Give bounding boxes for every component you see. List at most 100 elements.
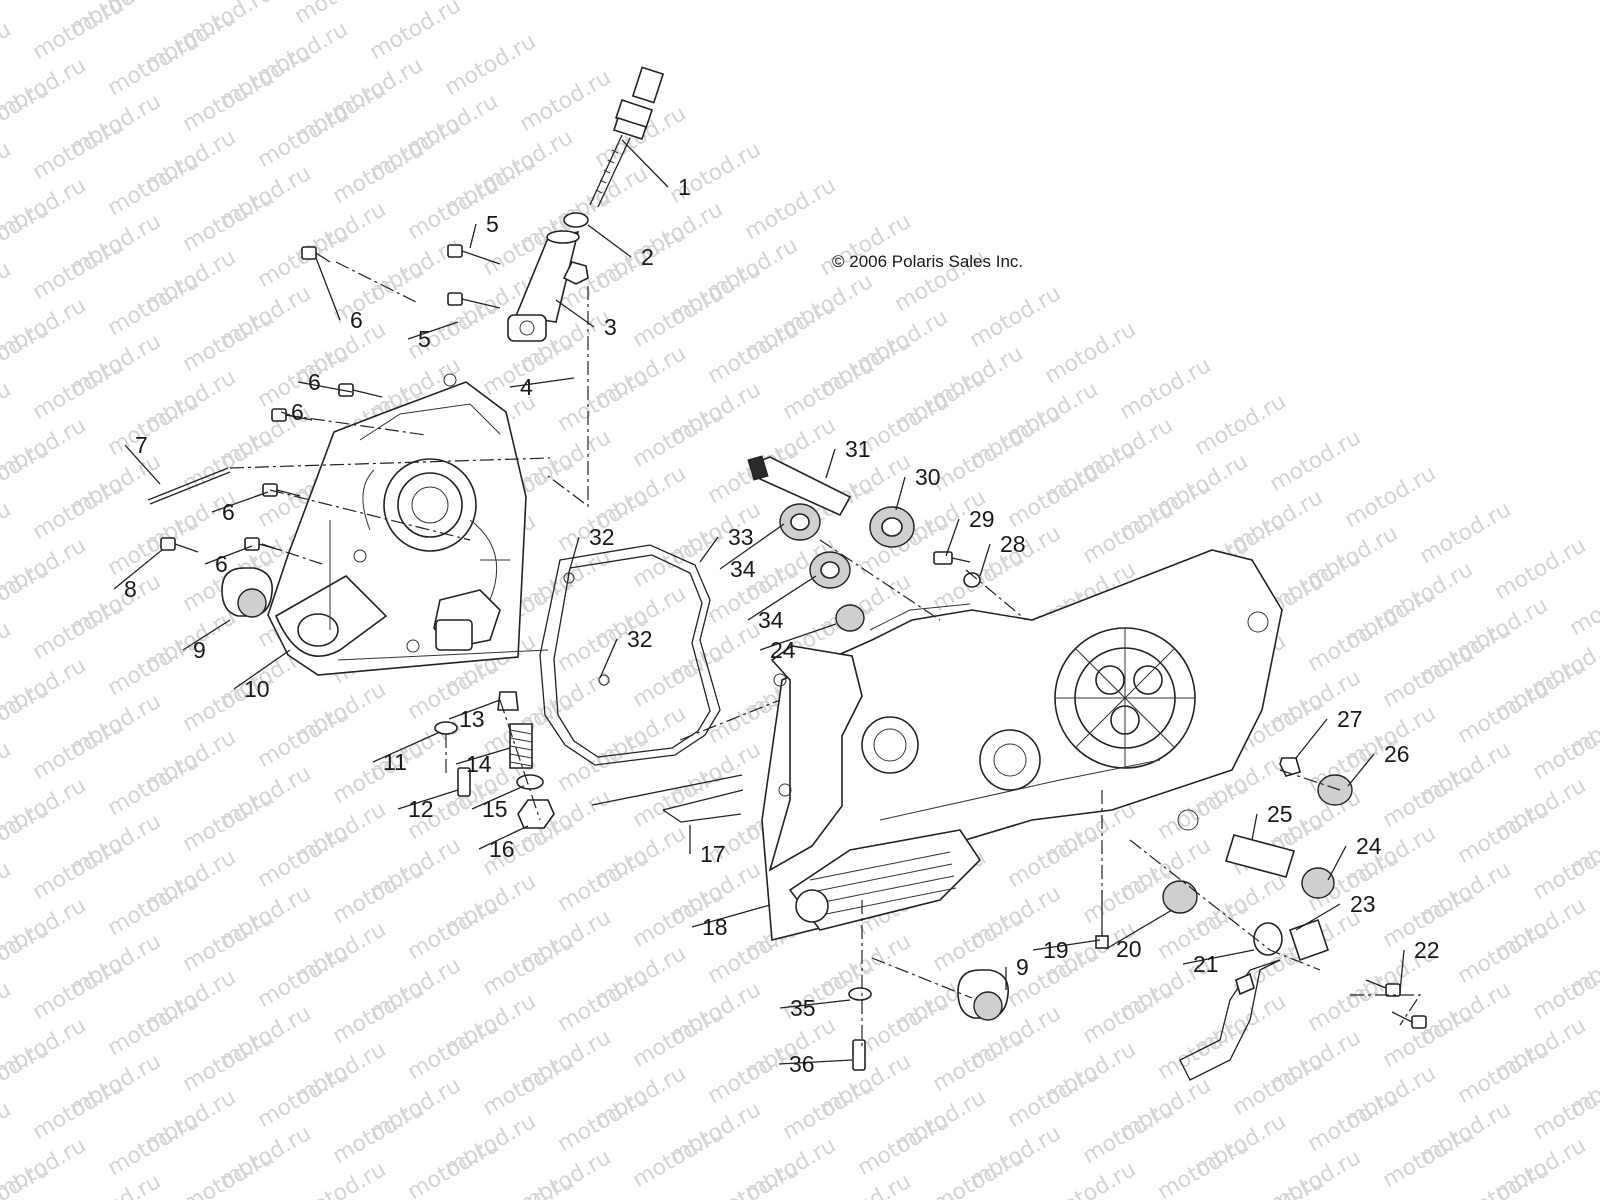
leader-line bbox=[478, 825, 529, 850]
leader-line bbox=[621, 139, 669, 188]
watermark-text: motod.ru bbox=[0, 1097, 15, 1169]
leader-line bbox=[759, 623, 837, 651]
callout-number: 18 bbox=[702, 914, 728, 940]
watermark-text: motod.ru bbox=[0, 77, 53, 149]
left-crankcase-drawing bbox=[761, 549, 1283, 942]
callout-number: 32 bbox=[589, 524, 615, 550]
callout-number: 19 bbox=[1043, 937, 1069, 963]
shaft-bearing-drawing bbox=[747, 455, 915, 632]
watermark-text: motod.ru bbox=[704, 1157, 804, 1200]
watermark-text: motod.ru bbox=[1454, 1157, 1554, 1200]
callout-number: 6 bbox=[291, 399, 304, 425]
leader-line bbox=[407, 321, 459, 340]
watermark-text: motod.ru bbox=[0, 977, 15, 1049]
watermark-text: motod.ru bbox=[1529, 833, 1600, 905]
leader-line bbox=[204, 545, 253, 565]
callout-number: 20 bbox=[1116, 936, 1142, 962]
leader-line bbox=[825, 448, 836, 479]
leader-line bbox=[1347, 753, 1375, 787]
callout-number: 36 bbox=[789, 1051, 815, 1077]
misc-parts-drawing bbox=[848, 551, 1427, 1081]
callout-number: 25 bbox=[1267, 801, 1293, 827]
leader-line bbox=[397, 789, 459, 810]
watermark-text: motod.ru bbox=[0, 437, 53, 509]
leader-line bbox=[1251, 813, 1258, 841]
watermark-text: motod.ru bbox=[0, 1037, 53, 1109]
callout-number: 29 bbox=[969, 506, 995, 532]
watermark-text: motod.ru bbox=[1379, 1121, 1479, 1193]
watermark-text: motod.ru bbox=[0, 17, 15, 89]
leader-line bbox=[979, 543, 991, 577]
callout-number: 4 bbox=[520, 374, 533, 400]
watermark-text: motod.ru bbox=[479, 1169, 579, 1200]
leader-line bbox=[1399, 949, 1405, 993]
watermark-text: motod.ru bbox=[0, 317, 53, 389]
watermark-text: motod.ru bbox=[0, 197, 53, 269]
bolt-5-drawing bbox=[447, 244, 501, 309]
watermark-text: motod.ru bbox=[0, 917, 53, 989]
callout-number: 8 bbox=[124, 576, 137, 602]
watermark-text: motod.ru bbox=[0, 497, 15, 569]
watermark-text: motod.ru bbox=[0, 557, 53, 629]
leader-line bbox=[747, 575, 817, 621]
callout-number: 5 bbox=[486, 211, 499, 237]
watermark-text: motod.ru bbox=[179, 1145, 279, 1200]
watermark-text: motod.ru bbox=[1566, 569, 1600, 641]
leader-line bbox=[1295, 903, 1341, 931]
copyright-notice: © 2006 Polaris Sales Inc. bbox=[832, 252, 1023, 271]
leader-line bbox=[1032, 939, 1101, 951]
leader-line bbox=[1105, 909, 1173, 950]
watermark-text: motod.ru bbox=[0, 137, 15, 209]
callout-number: 30 bbox=[915, 464, 941, 490]
callout-number: 9 bbox=[193, 637, 206, 663]
callout-number: 14 bbox=[466, 751, 492, 777]
leader-line bbox=[471, 785, 525, 810]
callout-number: 23 bbox=[1350, 891, 1376, 917]
leader-line bbox=[182, 619, 231, 651]
callout-number: 24 bbox=[770, 637, 796, 663]
leader-line bbox=[315, 257, 341, 321]
leader-line bbox=[567, 536, 580, 577]
leader-line bbox=[211, 491, 269, 513]
watermark-text: motod.ru bbox=[1566, 1169, 1600, 1200]
leader-line bbox=[455, 747, 511, 765]
watermark-text: motod.ru bbox=[0, 857, 15, 929]
watermark-text: motod.ru bbox=[0, 617, 15, 689]
alignment-lines bbox=[229, 261, 1422, 1050]
callout-number: 26 bbox=[1384, 741, 1410, 767]
callout-number: 10 bbox=[244, 676, 270, 702]
watermark-text: motod.ru bbox=[0, 737, 15, 809]
callout-number: 32 bbox=[627, 626, 653, 652]
leader-line bbox=[124, 444, 161, 485]
callout-number: 34 bbox=[730, 556, 756, 582]
callout-number: 6 bbox=[222, 499, 235, 525]
leader-line bbox=[587, 224, 632, 258]
gasket-drawing bbox=[539, 544, 721, 766]
callout-number: 16 bbox=[489, 836, 515, 862]
leader-line bbox=[469, 223, 477, 249]
watermark-text: motod.ru bbox=[1154, 1133, 1254, 1200]
bolt-8-drawing bbox=[160, 537, 176, 551]
leader-line bbox=[599, 638, 618, 679]
callout-number: 34 bbox=[758, 607, 784, 633]
screen-drawing bbox=[591, 774, 743, 806]
watermark-text: motod.ru bbox=[0, 797, 53, 869]
bushing-drawing bbox=[221, 567, 1009, 1021]
callout-number: 6 bbox=[308, 369, 321, 395]
callout-number: 7 bbox=[135, 432, 148, 458]
callout-number: 27 bbox=[1337, 706, 1363, 732]
stud-drawing bbox=[147, 467, 229, 501]
drain-parts-drawing bbox=[434, 691, 555, 829]
callout-number: 2 bbox=[641, 244, 654, 270]
leader-line bbox=[372, 731, 441, 763]
callout-number: 11 bbox=[383, 749, 407, 775]
watermark-text: motod.ru bbox=[1229, 1169, 1329, 1200]
callout-number: 5 bbox=[418, 326, 431, 352]
callout-number: 28 bbox=[1000, 531, 1026, 557]
callout-number: 35 bbox=[790, 995, 816, 1021]
leader-line bbox=[1295, 718, 1328, 759]
callout-number: 17 bbox=[700, 841, 726, 867]
parts-drawing bbox=[147, 66, 1427, 1081]
